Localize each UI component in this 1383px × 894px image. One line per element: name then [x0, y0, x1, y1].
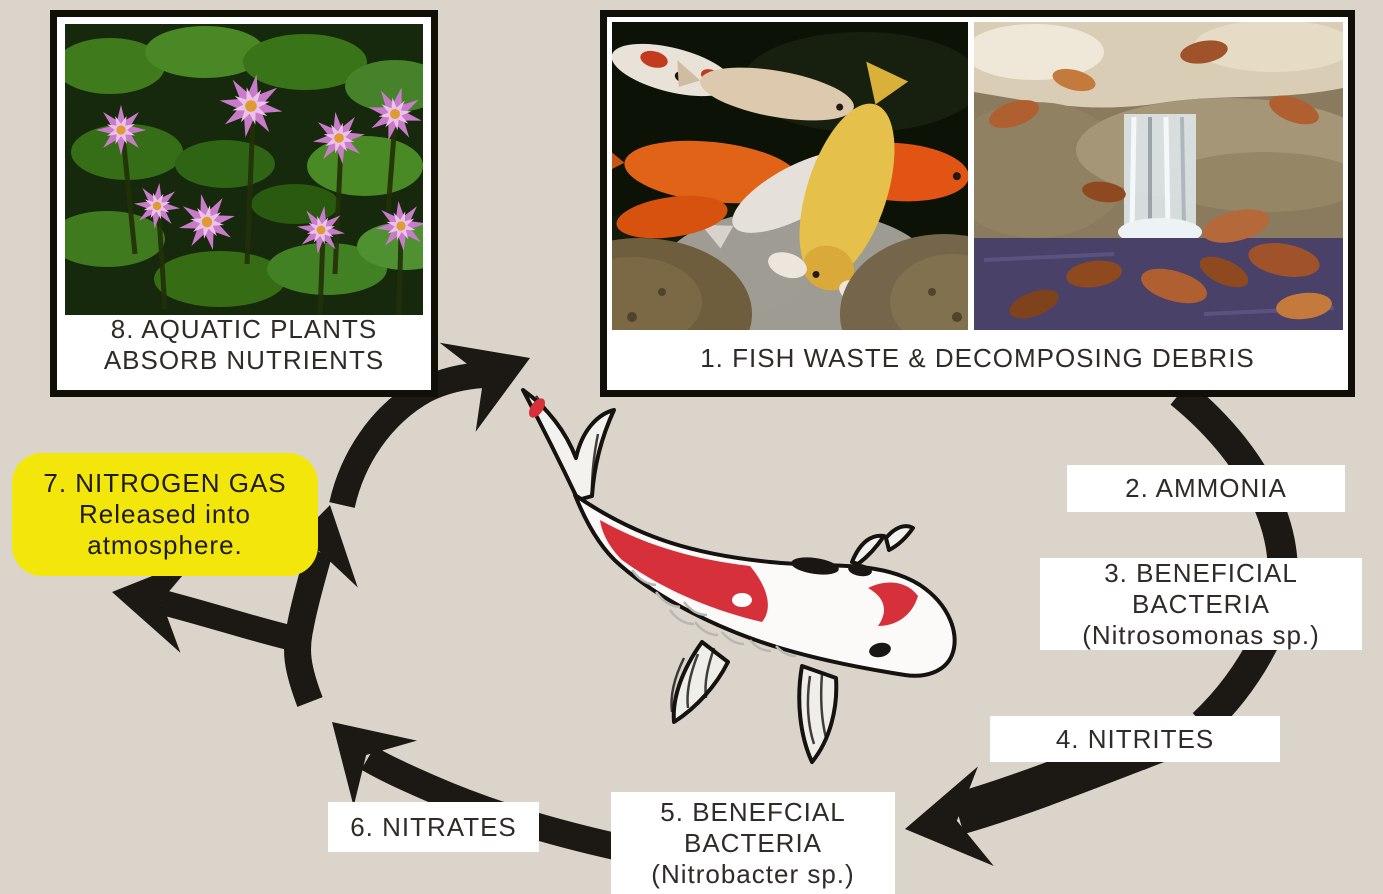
beneficial-bacteria-nitrobacter-label: 5. BENEFCIAL BACTERIA (Nitrobacter sp.) [611, 792, 895, 894]
pond-rocks [612, 234, 968, 330]
fish-waste-box: 1. FISH WASTE & DECOMPOSING DEBRIS [600, 10, 1355, 397]
koi-black-markings [791, 557, 891, 658]
koi-tail [521, 388, 616, 502]
lily-pads [65, 26, 423, 307]
koi-pectoral-fin [671, 640, 730, 724]
step-8-line-1: 8. AQUATIC PLANTS [110, 314, 378, 344]
arrow-6-up-band [283, 548, 333, 707]
koi-pond-photo [612, 22, 968, 330]
step-2-label: 2. AMMONIA [1125, 473, 1287, 503]
waterfall-photo [974, 22, 1343, 330]
autumn-leaves [988, 40, 1332, 320]
koi-fishes [612, 43, 968, 304]
nitrogen-gas-label: 7. NITROGEN GAS Released into atmosphere… [12, 453, 318, 576]
step-7-line-1: 7. NITROGEN GAS [43, 468, 287, 498]
step-5-line-2: BACTERIA [683, 827, 823, 858]
step-5-line-3: (Nitrobacter sp.) [651, 858, 855, 889]
aquatic-plants-caption: 8. AQUATIC PLANTS ABSORB NUTRIENTS [57, 314, 431, 376]
step-1-label: 1. FISH WASTE & DECOMPOSING DEBRIS [700, 343, 1255, 373]
fish-waste-caption: 1. FISH WASTE & DECOMPOSING DEBRIS [607, 343, 1348, 374]
koi-red-markings [529, 398, 918, 626]
step-7-line-3: atmosphere. [87, 530, 243, 560]
waterfall-stream [1118, 114, 1202, 246]
arrow-split-to-7-band [157, 589, 303, 653]
step-3-line-2: (Nitrosomonas sp.) [1082, 619, 1320, 650]
koi-body [573, 493, 957, 678]
beneficial-bacteria-nitrosomonas-label: 3. BENEFICIAL BACTERIA (Nitrosomonas sp.… [1040, 558, 1362, 650]
step-6-label: 6. NITRATES [350, 811, 517, 842]
step-4-label: 4. NITRITES [1055, 723, 1215, 754]
lily-stems [120, 115, 404, 315]
koi-scales [630, 569, 797, 658]
water-lilies-photo [65, 24, 423, 315]
step-3-line-1: 3. BENEFICIAL BACTERIA [1104, 557, 1298, 619]
step-7-line-2: Released into [79, 499, 251, 529]
koi-pelvic-fin [797, 664, 839, 764]
aquatic-plants-box: 8. AQUATIC PLANTS ABSORB NUTRIENTS [50, 10, 438, 397]
nitrates-label: 6. NITRATES [328, 802, 539, 852]
arrow-8-to-1-band [329, 362, 485, 509]
koi-dorsal-fin [850, 533, 886, 566]
ammonia-label: 2. AMMONIA [1067, 465, 1345, 512]
step-8-line-2: ABSORB NUTRIENTS [103, 345, 385, 375]
koi-eye [869, 642, 891, 658]
koi-fish-illustration [521, 388, 957, 764]
nitrites-label: 4. NITRITES [990, 716, 1280, 762]
arrow-5-to-6-band [361, 746, 625, 862]
step-5-line-1: 5. BENEFCIAL [660, 796, 846, 827]
